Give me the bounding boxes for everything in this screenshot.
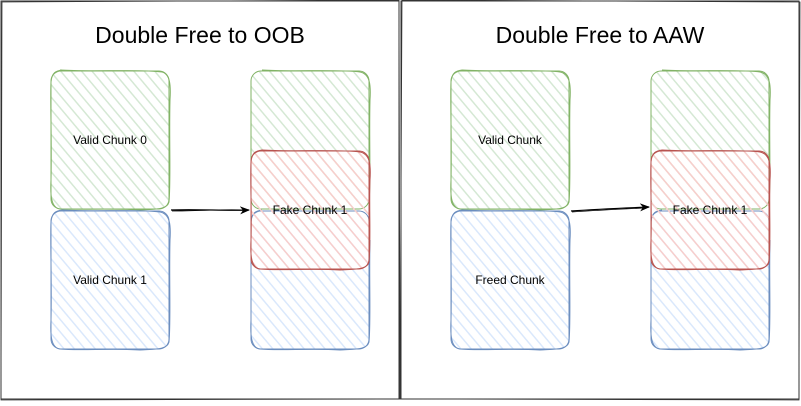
oob-arrow-sketch [171, 209, 245, 212]
panel-aaw-frame-sketch [399, 0, 801, 401]
valid-chunk: Valid Chunk [450, 69, 571, 211]
valid-chunk-label: Valid Chunk [478, 133, 543, 147]
fake-chunk-aaw: Fake Chunk 1 [650, 149, 771, 271]
aaw-arrow [570, 203, 650, 212]
freed-chunk: Freed Chunk [450, 209, 571, 351]
freed-chunk-label: Freed Chunk [475, 273, 545, 287]
panel-aaw: Double Free to AAW Valid Chunk Freed Chu… [399, 0, 801, 401]
valid-chunk-0-label: Valid Chunk 0 [73, 133, 147, 147]
valid-chunk-1-label: Valid Chunk 1 [73, 273, 147, 287]
panel-oob: Double Free to OOB Valid Chunk 0 Valid C… [0, 0, 401, 401]
valid-chunk-0: Valid Chunk 0 [50, 69, 171, 211]
fake-chunk-oob: Fake Chunk 1 [250, 149, 371, 271]
fake-chunk-aaw-label: Fake Chunk 1 [673, 203, 748, 217]
panel-oob-title: Double Free to OOB [95, 22, 305, 48]
panel-aaw-title: Double Free to AAW [496, 22, 705, 48]
aaw-arrow-sketch [571, 207, 645, 213]
valid-chunk-1: Valid Chunk 1 [50, 209, 171, 351]
fake-chunk-oob-label: Fake Chunk 1 [273, 203, 348, 217]
